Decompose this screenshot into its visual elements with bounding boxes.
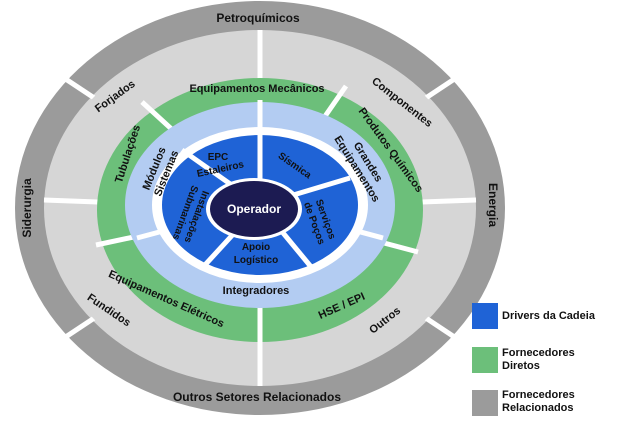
legend-label-direct: Fornecedores Diretos (502, 347, 575, 372)
legend-swatch-related (472, 390, 498, 416)
svg-text:Logístico: Logístico (234, 255, 278, 266)
legend-label-related: Fornecedores Relacionados (502, 389, 575, 414)
driver-logistics-label: Apoio Logístico (234, 242, 278, 266)
green-label-top: Equipamentos Mecânicos (189, 83, 324, 95)
legend-item-drivers: Drivers da Cadeia (472, 300, 640, 332)
legend-item-direct: Fornecedores Diretos (472, 344, 640, 376)
integrators-label: Integradores (223, 285, 290, 297)
legend-label-drivers: Drivers da Cadeia (502, 310, 595, 322)
outer-label-bottom: Outros Setores Relacionados (173, 390, 341, 404)
svg-text:EPC: EPC (208, 152, 229, 163)
outer-label-right: Energia (486, 183, 500, 227)
legend-swatch-drivers (472, 303, 498, 329)
outer-label-top: Petroquímicos (216, 11, 300, 25)
svg-text:Apoio: Apoio (242, 242, 270, 253)
outer-label-left: Siderurgia (20, 178, 34, 238)
legend-swatch-direct (472, 347, 498, 373)
legend-item-related: Fornecedores Relacionados (472, 387, 640, 419)
operator-label: Operador (227, 202, 281, 216)
